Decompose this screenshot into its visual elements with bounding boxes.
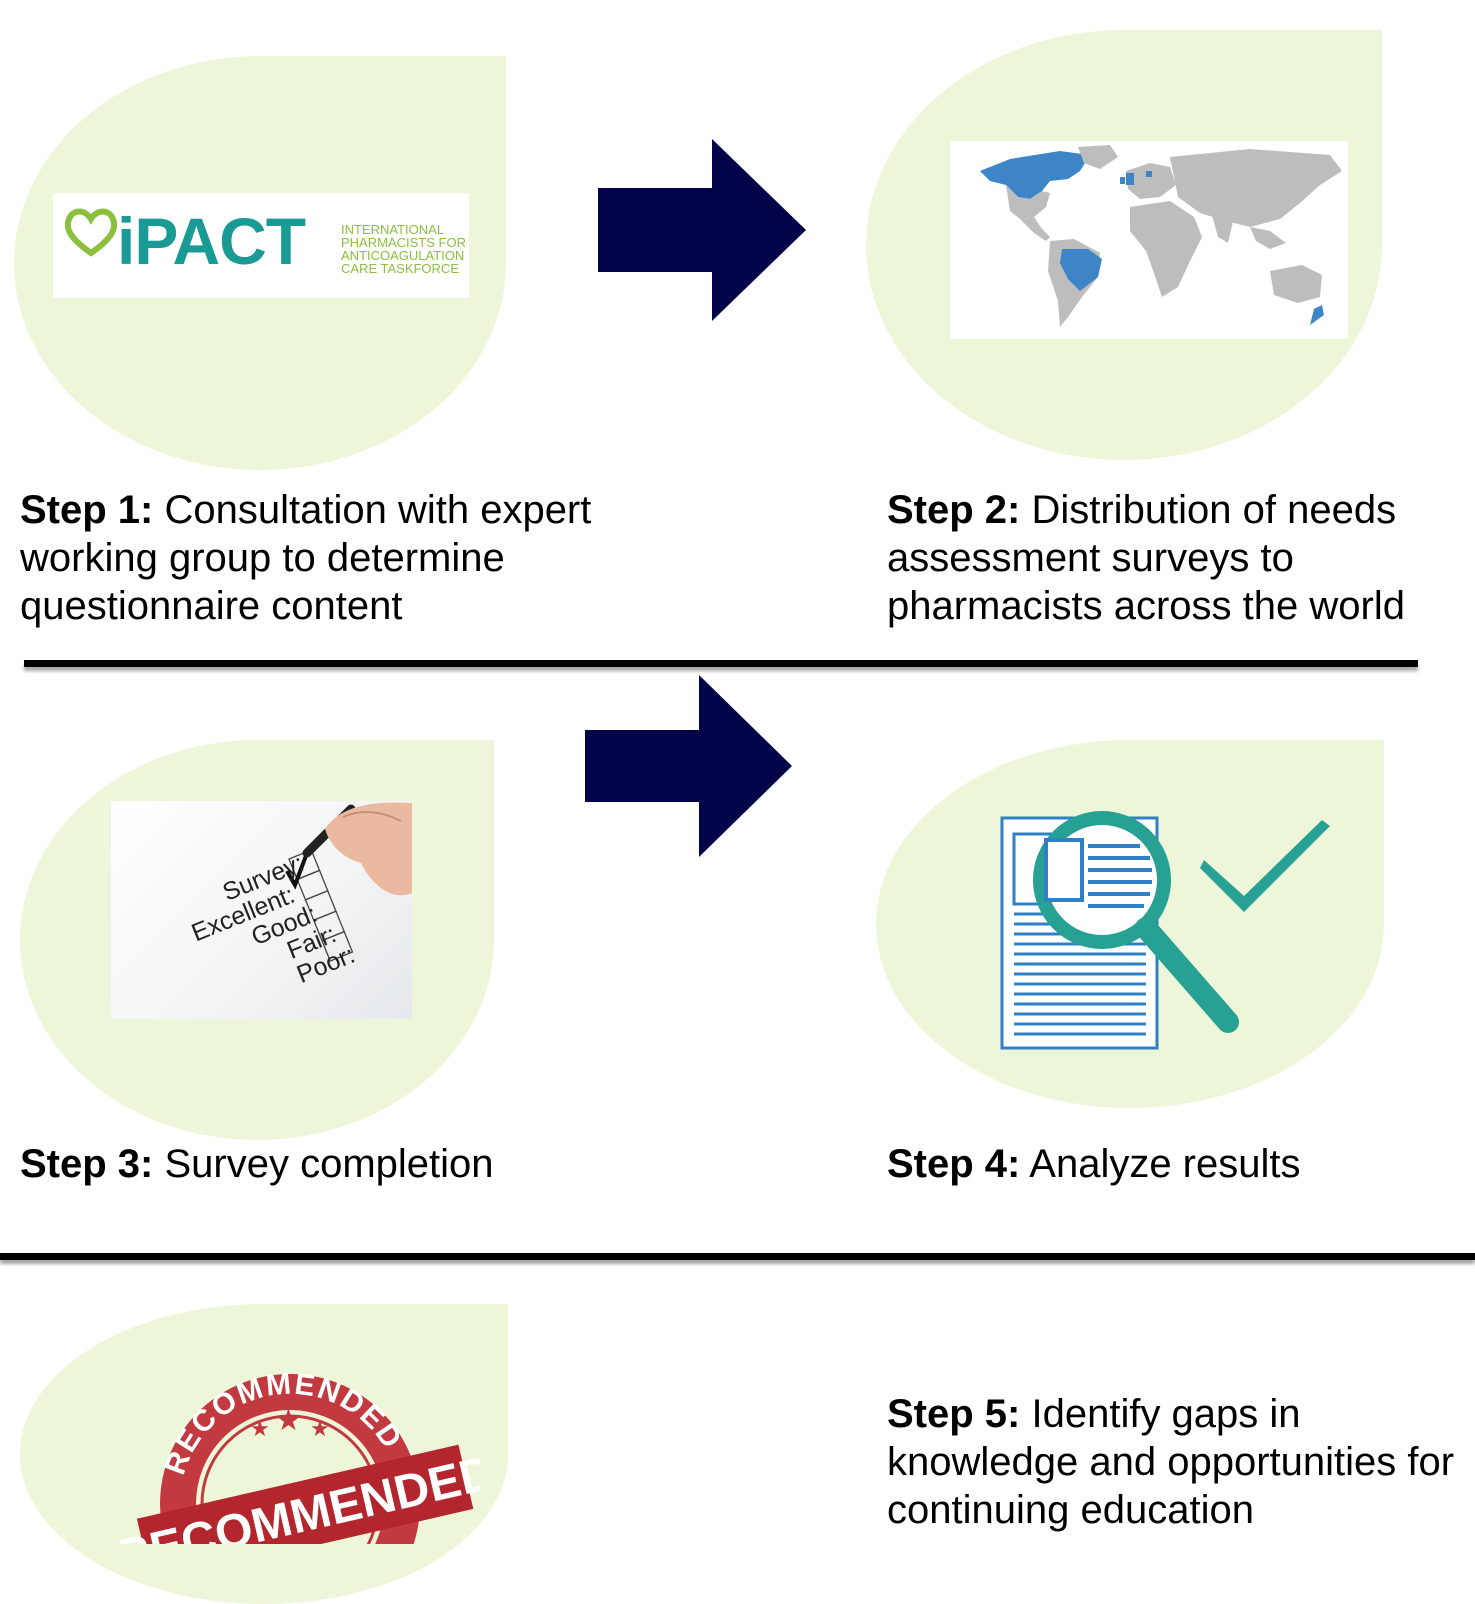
- step5-label: Step 5:: [887, 1392, 1021, 1436]
- logo-line-4: CARE TASKFORCE: [341, 261, 459, 276]
- uk-shape: [1126, 173, 1134, 185]
- step3-text: Survey completion: [153, 1142, 494, 1186]
- step3-label: Step 3:: [20, 1142, 154, 1186]
- logo-subtitle: INTERNATIONAL PHARMACISTS FOR ANTICOAGUL…: [341, 223, 466, 275]
- arrow-icon: [585, 675, 792, 857]
- ireland-shape: [1120, 177, 1125, 184]
- step4-label: Step 4:: [887, 1142, 1021, 1186]
- survey-photo: Survey: Excellent: Good: Fair: Poor:: [111, 801, 412, 1019]
- checkmark-icon: [1200, 820, 1330, 912]
- step4-caption: Step 4: Analyze results: [887, 1140, 1475, 1188]
- hand-shape: [325, 802, 412, 896]
- step4-text: Analyze results: [1020, 1142, 1301, 1186]
- central-america-shape: [1020, 217, 1050, 241]
- africa-shape: [1130, 201, 1202, 297]
- brazil-shape: [1060, 249, 1102, 291]
- arrow-icon: [598, 139, 806, 321]
- logo-wordmark: iPACT: [117, 204, 306, 278]
- heart-icon: [64, 208, 118, 257]
- magnifier-icon: [1033, 811, 1239, 1033]
- checkmark-icon: [285, 852, 309, 890]
- step3-caption: Step 3: Survey completion: [20, 1140, 680, 1188]
- asia-shape: [1170, 149, 1342, 227]
- logo-line-1: INTERNATIONAL: [341, 222, 445, 237]
- north-america-shape: [980, 151, 1090, 199]
- analysis-icon: [1000, 811, 1330, 1050]
- new-zealand-shape: [1310, 305, 1324, 325]
- svg-text:★: ★: [250, 1416, 270, 1441]
- step5-caption: Step 5: Identify gaps in knowledge and o…: [887, 1390, 1475, 1534]
- usa-shape: [1006, 185, 1050, 219]
- divider-2: [0, 1253, 1475, 1260]
- australia-shape: [1270, 265, 1322, 303]
- step2-label: Step 2:: [887, 488, 1021, 532]
- svg-text:★: ★: [275, 1404, 302, 1437]
- india-shape: [1212, 215, 1234, 243]
- divider-1: [24, 660, 1418, 667]
- denmark-shape: [1146, 171, 1152, 177]
- logo-line-2: PHARMACISTS FOR: [341, 235, 466, 250]
- southeast-asia-shape: [1250, 227, 1286, 249]
- greenland-shape: [1078, 145, 1118, 169]
- checkbox-5: [321, 930, 354, 962]
- europe-shape: [1126, 163, 1176, 199]
- svg-text:★: ★: [310, 1416, 330, 1441]
- logo-line-3: ANTICOAGULATION: [341, 248, 465, 263]
- ipact-logo: iPACT INTERNATIONAL PHARMACISTS FOR ANTI…: [53, 193, 469, 298]
- world-map: [950, 141, 1348, 339]
- step1-text: Consultation with expert working group t…: [20, 488, 592, 628]
- recommended-stamp: RECOMMENDED ★ ★ ★ RECOMMENDED: [120, 1367, 480, 1544]
- step1-label: Step 1:: [20, 488, 154, 532]
- step1-caption: Step 1: Consultation with expert working…: [20, 486, 680, 630]
- step2-caption: Step 2: Distribution of needs assessment…: [887, 486, 1475, 630]
- step2-text: Distribution of needs assessment surveys…: [887, 488, 1405, 628]
- step5-text: Identify gaps in knowledge and opportuni…: [887, 1392, 1455, 1532]
